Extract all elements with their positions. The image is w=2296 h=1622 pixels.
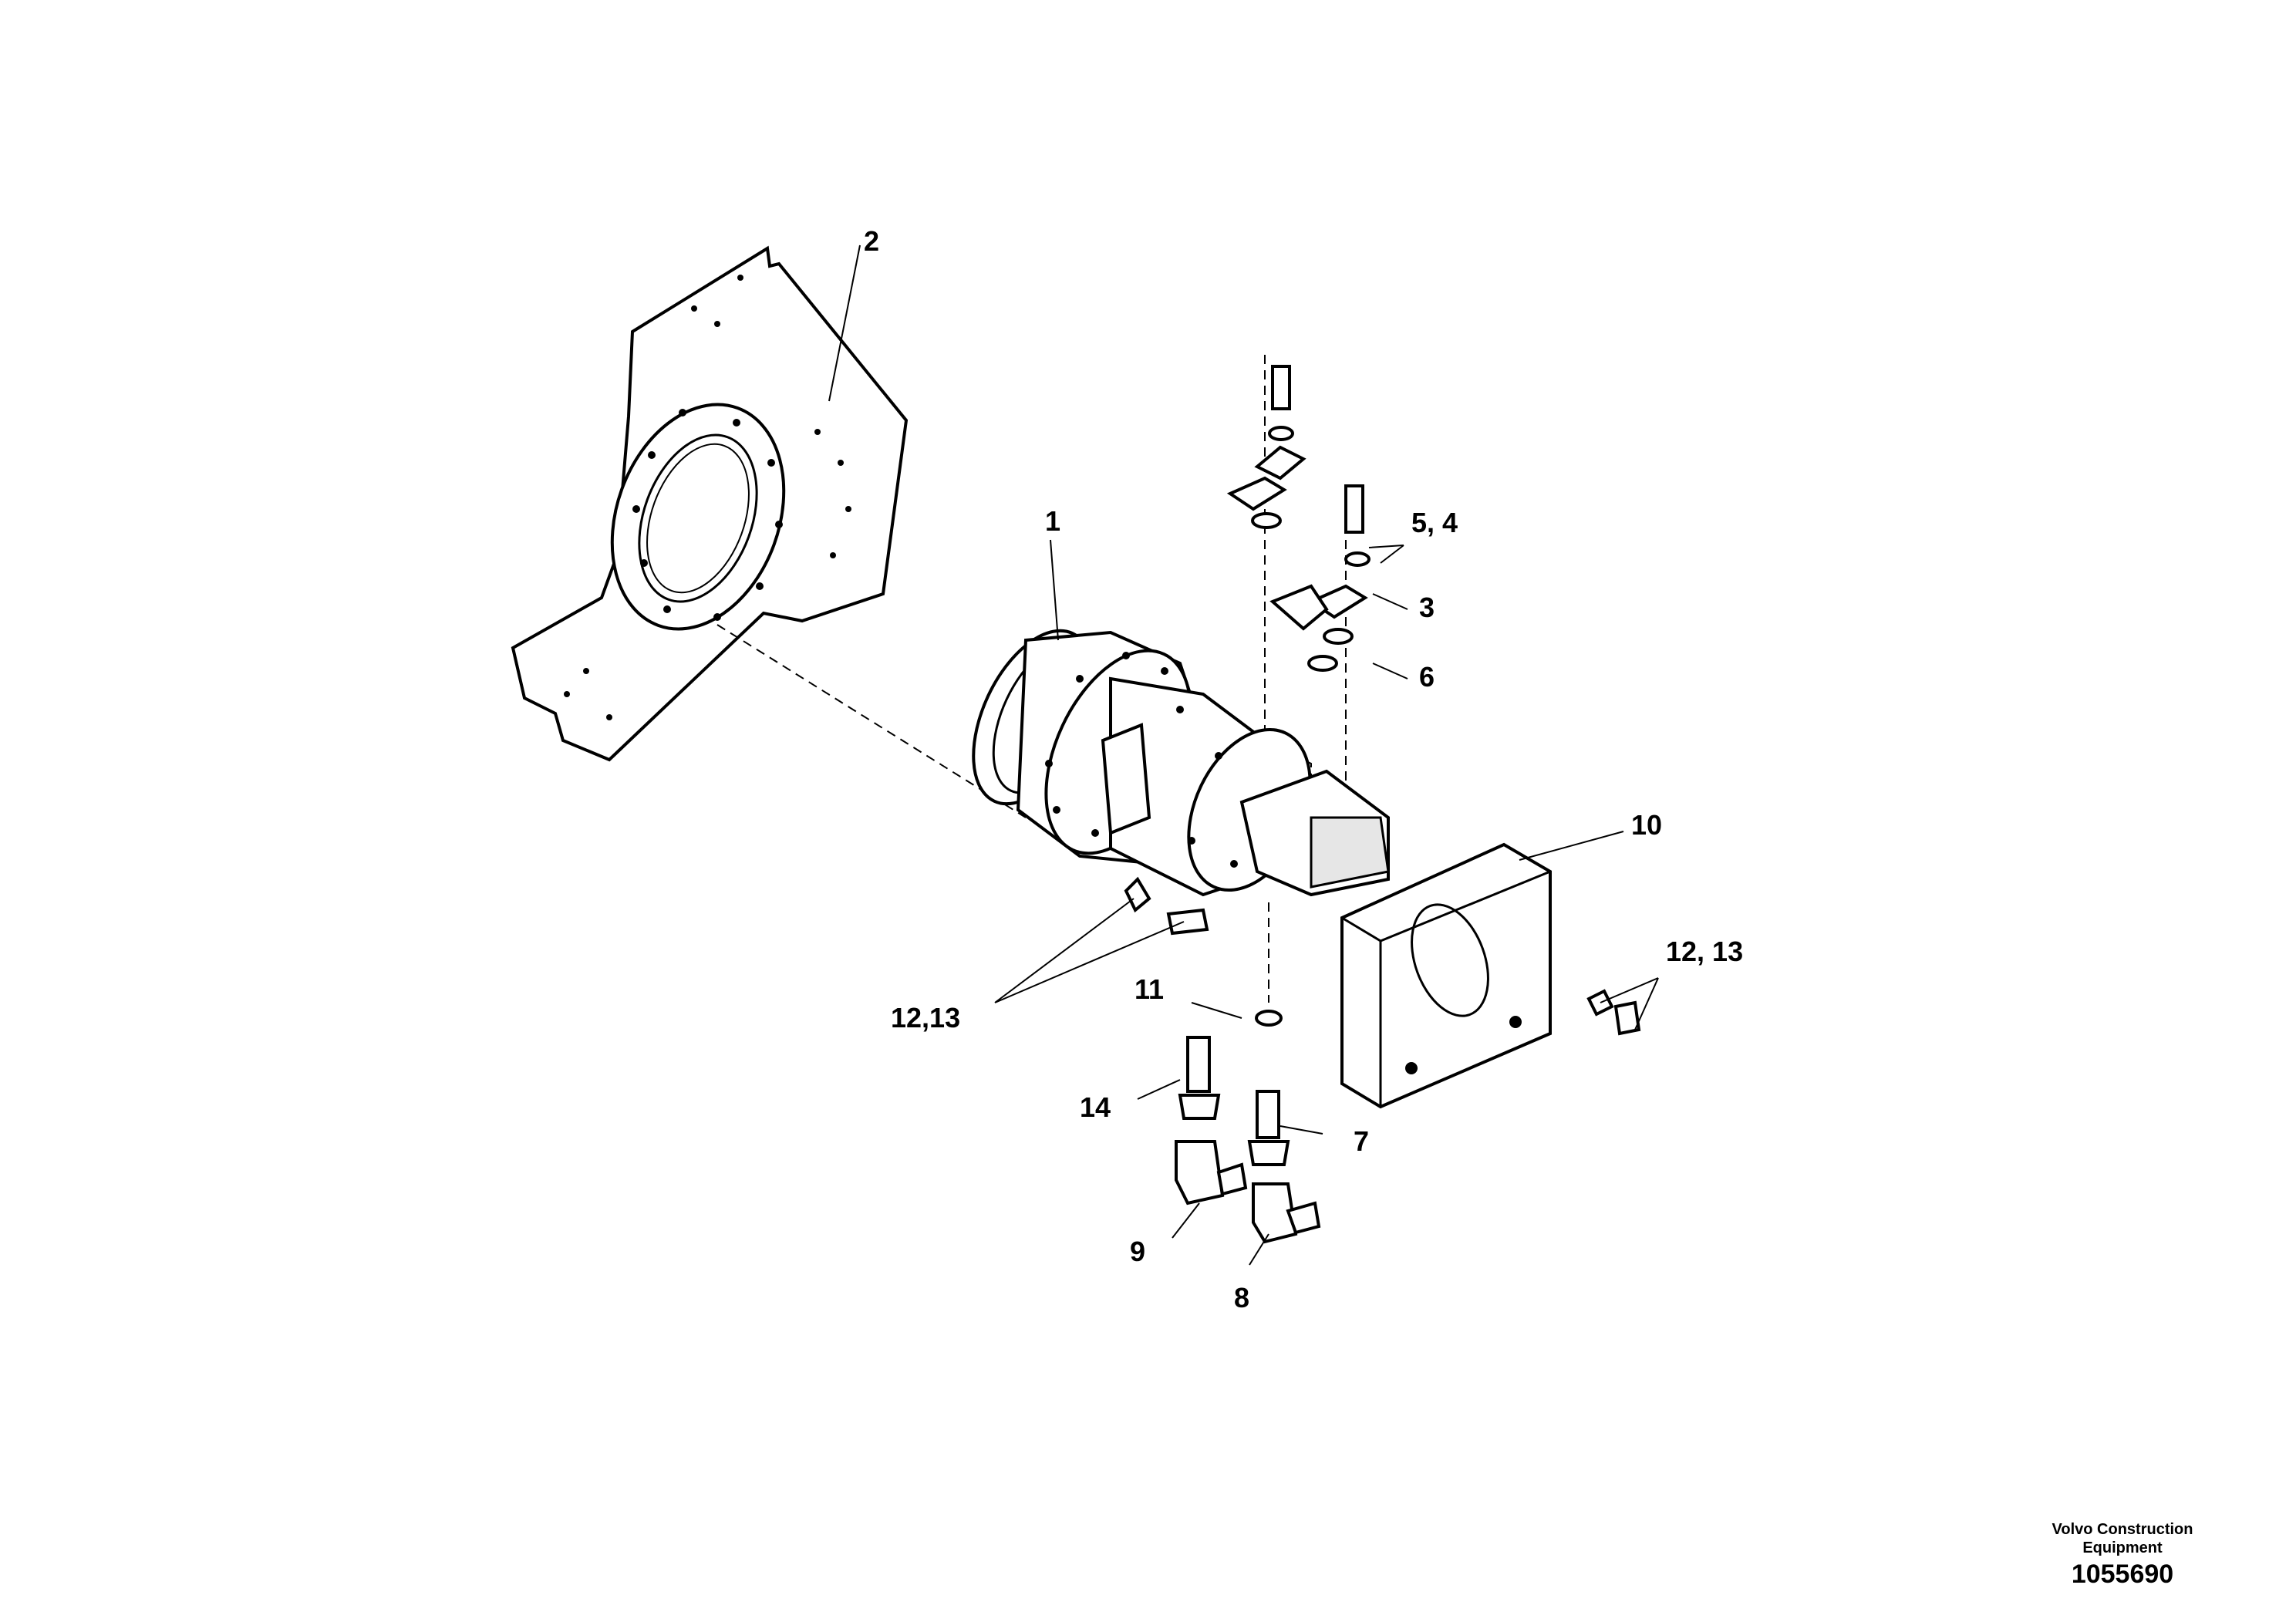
callout-10: 10	[1631, 809, 1662, 841]
callout-14: 14	[1080, 1091, 1111, 1123]
bolt-and-clamp-set	[1226, 365, 1371, 672]
publisher-credit: Volvo Construction Equipment 1055690	[1995, 1520, 2250, 1591]
callout-12-13-right: 12, 13	[1666, 936, 1743, 967]
gearbox-assembly	[972, 629, 1390, 897]
callout-8: 8	[1234, 1282, 1249, 1313]
mounting-plate	[511, 245, 909, 762]
callout-2: 2	[864, 225, 879, 257]
callout-11: 11	[1135, 973, 1164, 1005]
lower-fittings	[1124, 876, 1641, 1244]
callout-5-4: 5, 4	[1411, 507, 1458, 538]
mounting-bracket	[1340, 842, 1552, 1109]
callout-3: 3	[1419, 592, 1435, 623]
callout-6: 6	[1419, 661, 1435, 693]
company-name-line-1: Volvo Construction	[2052, 1521, 2193, 1538]
callout-12-13-left: 12,13	[891, 1002, 960, 1034]
callout-1: 1	[1045, 505, 1060, 537]
document-number: 1055690	[2071, 1560, 2174, 1589]
callout-7: 7	[1354, 1125, 1369, 1157]
callout-9: 9	[1130, 1236, 1145, 1267]
company-name-line-2: Equipment	[2082, 1539, 2163, 1556]
leader-lines	[828, 244, 1659, 1266]
